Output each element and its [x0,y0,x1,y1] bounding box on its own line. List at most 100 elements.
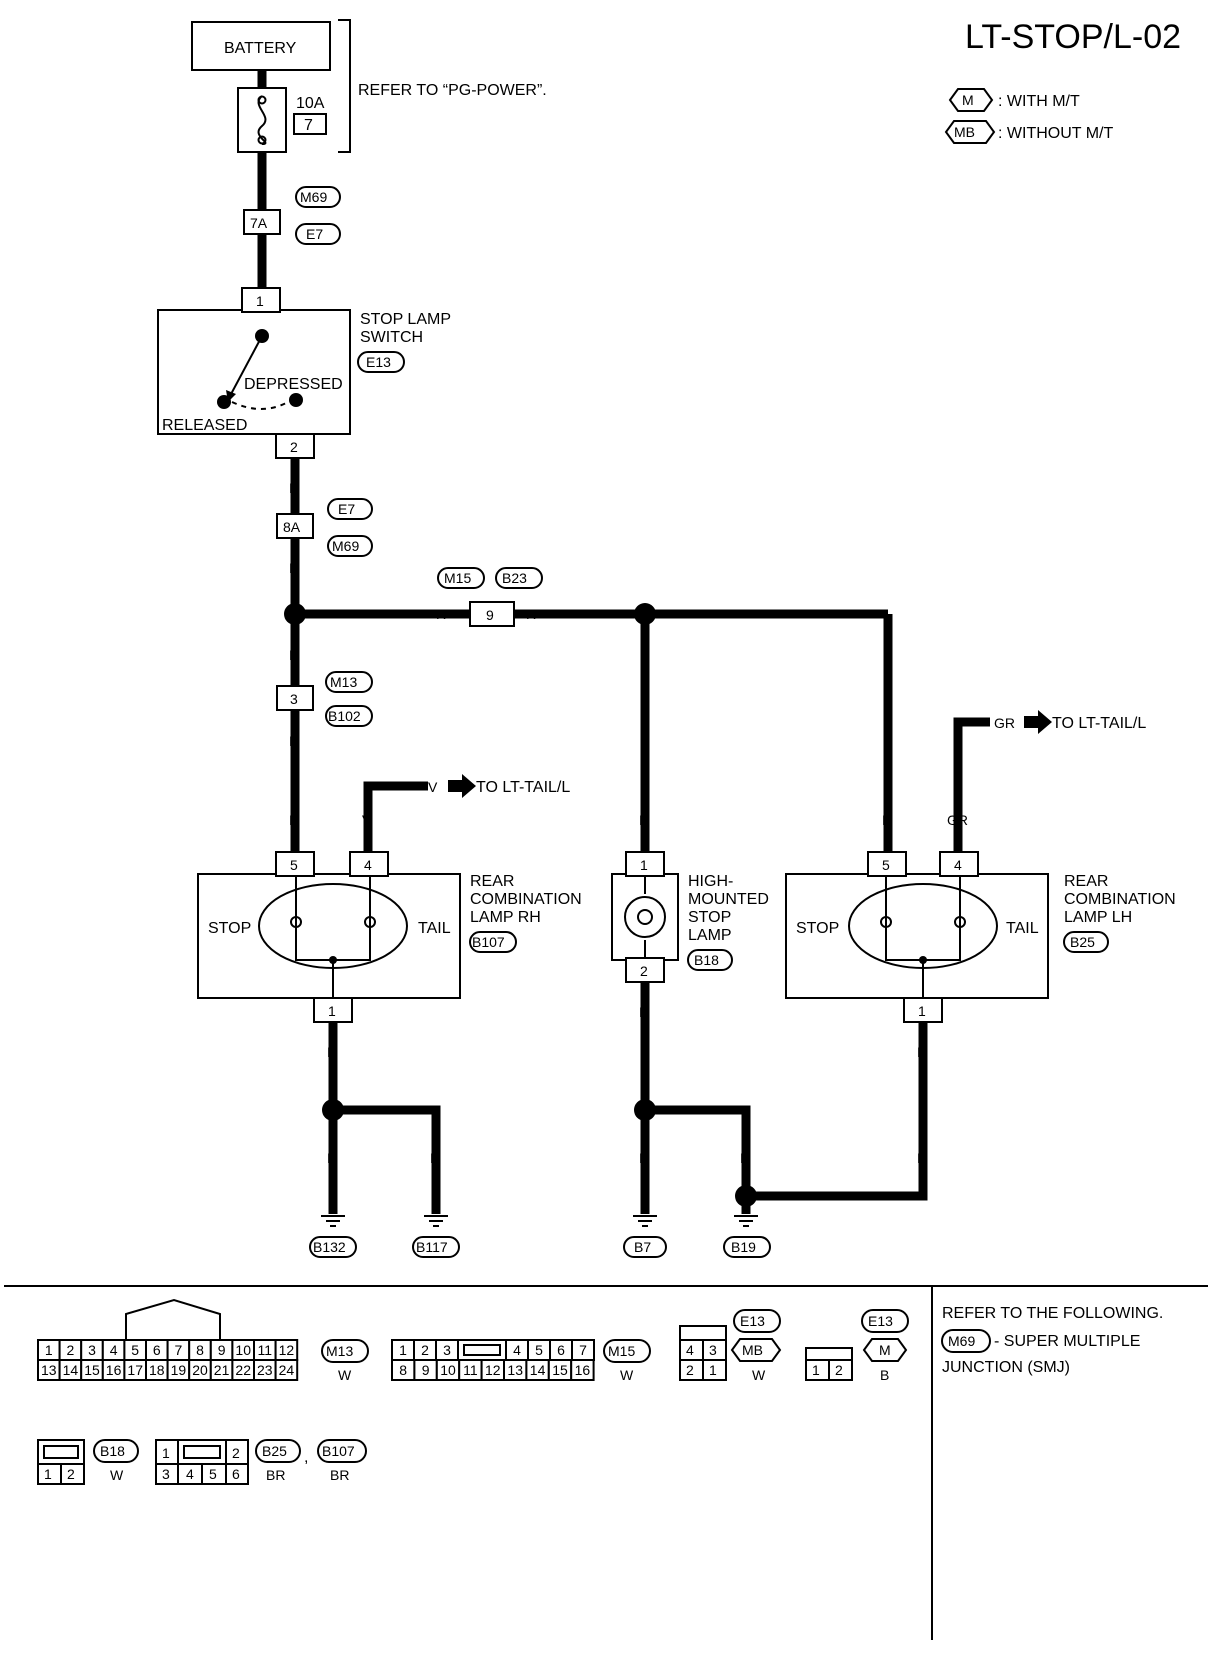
connector-pin: 15 [552,1362,568,1378]
wire-b-lh2: B [917,1150,926,1166]
jc-8a-code-top: E7 [338,501,355,517]
svg-text:3: 3 [290,691,298,707]
wire-v-rh: V [362,812,372,828]
svg-text:1: 1 [640,857,648,873]
connector-pin: 7 [579,1342,587,1358]
e13-mb-color: W [752,1367,766,1383]
ground-icon [321,1215,758,1227]
connector-pin: 8 [399,1362,407,1378]
switch-name-2: SWITCH [360,329,423,346]
connector-pin: 11 [463,1362,478,1378]
hmsl-name-3: STOP [688,909,731,926]
jc-3-code-top: M13 [330,674,357,690]
m13-color: W [338,1367,352,1383]
rh-name-1: REAR [470,873,514,890]
legend-mb-code: MB [954,124,975,140]
refer-line3: JUNCTION (SMJ) [942,1359,1070,1376]
e13-mb-variant: MB [742,1342,763,1358]
e13-m-variant: M [879,1342,891,1358]
fuse-number: 7 [304,117,313,134]
page-title: LT-STOP/L-02 [965,18,1181,56]
svg-text:3: 3 [162,1466,170,1482]
jc-9-code-right: B23 [502,570,527,586]
lh-name-3: LAMP LH [1064,909,1132,926]
ground-b7: B7 [634,1239,651,1255]
wire-b-lh1: B [917,1044,926,1060]
connector-pin: 7 [175,1342,183,1358]
svg-text:1: 1 [709,1362,717,1378]
refer-line1: REFER TO THE FOLLOWING. [942,1305,1163,1322]
refer-box: REFER TO THE FOLLOWING. M69 - SUPER MULT… [941,1305,1163,1376]
connector-pin: 14 [530,1362,546,1378]
svg-text:5: 5 [882,857,890,873]
hmsl-name-1: HIGH- [688,873,733,890]
wire-r-rh: R [289,812,299,828]
wire-b-hmsl: B [639,1004,648,1020]
b25-color: BR [266,1467,285,1483]
wire-r-4: R [289,733,299,749]
lh-stop-label: STOP [796,920,839,937]
b25-code: B25 [262,1443,287,1459]
legend-with-mt: M : WITH M/T [948,88,1080,112]
connector-pin: 12 [485,1362,501,1378]
connector-pin: 21 [214,1362,230,1378]
connector-pin: 13 [507,1362,523,1378]
connector-pin: 3 [443,1342,451,1358]
connector-pin: 17 [127,1362,143,1378]
wire-b-rh2: B [327,1150,336,1166]
connector-pin: 14 [63,1362,79,1378]
legend-m-code: M [962,92,974,108]
connector-pin: 10 [440,1362,456,1378]
svg-text:1: 1 [812,1362,820,1378]
state-depressed: DEPRESSED [244,376,343,393]
connector-pin: 16 [106,1362,122,1378]
battery-label: BATTERY [224,40,297,57]
wire-r-3: R [289,647,299,663]
connector-pin: 10 [235,1342,251,1358]
connector-pin: 9 [422,1362,430,1378]
connector-pin: 6 [153,1342,161,1358]
switch-name-1: STOP LAMP [360,311,451,328]
hmsl-name-4: LAMP [688,927,732,944]
m15-color: W [620,1367,634,1383]
svg-text:5: 5 [209,1466,217,1482]
m13-code: M13 [326,1343,353,1359]
switch-code: E13 [366,354,391,370]
wire-l-top: L [257,172,265,188]
svg-text:7A: 7A [250,215,268,231]
wire-r-lh: R [882,812,892,828]
refer-code: M69 [948,1333,975,1349]
b107-code: B107 [322,1443,355,1459]
svg-text:1: 1 [44,1466,52,1482]
jc-7a-code-top: M69 [300,189,327,205]
rh-name-2: COMBINATION [470,891,582,908]
wire-b-hmsl3: B [740,1150,749,1166]
svg-text:2: 2 [232,1445,240,1461]
connector-pin: 4 [110,1342,118,1358]
svg-text:4: 4 [686,1342,694,1358]
refer-line2: - SUPER MULTIPLE [994,1333,1140,1350]
lh-code: B25 [1070,934,1095,950]
wire-r-h2: R [526,606,536,622]
connector-pin: 18 [149,1362,165,1378]
rh-stop-label: STOP [208,920,251,937]
wire-r-2: R [289,560,299,576]
connector-pin: 15 [84,1362,100,1378]
b18-code: B18 [100,1443,125,1459]
connector-pin: 23 [257,1362,273,1378]
wire-gr-label: GR [994,715,1015,731]
e13-m-code: E13 [868,1313,893,1329]
jc-7a-code-bottom: E7 [306,226,323,242]
connector-pin: 4 [513,1342,521,1358]
connector-e13-m: 1 2 E13 M B [805,1309,909,1383]
legend-without-mt: MB : WITHOUT M/T [944,120,1113,144]
svg-text:1: 1 [162,1445,170,1461]
svg-text:5: 5 [290,857,298,873]
lh-name-1: REAR [1064,873,1108,890]
wire-v-label: V [428,779,438,795]
hmsl-name-2: MOUNTED [688,891,769,908]
connector-pin: 12 [279,1342,295,1358]
connector-pin: 3 [88,1342,96,1358]
svg-text:2: 2 [290,439,298,455]
